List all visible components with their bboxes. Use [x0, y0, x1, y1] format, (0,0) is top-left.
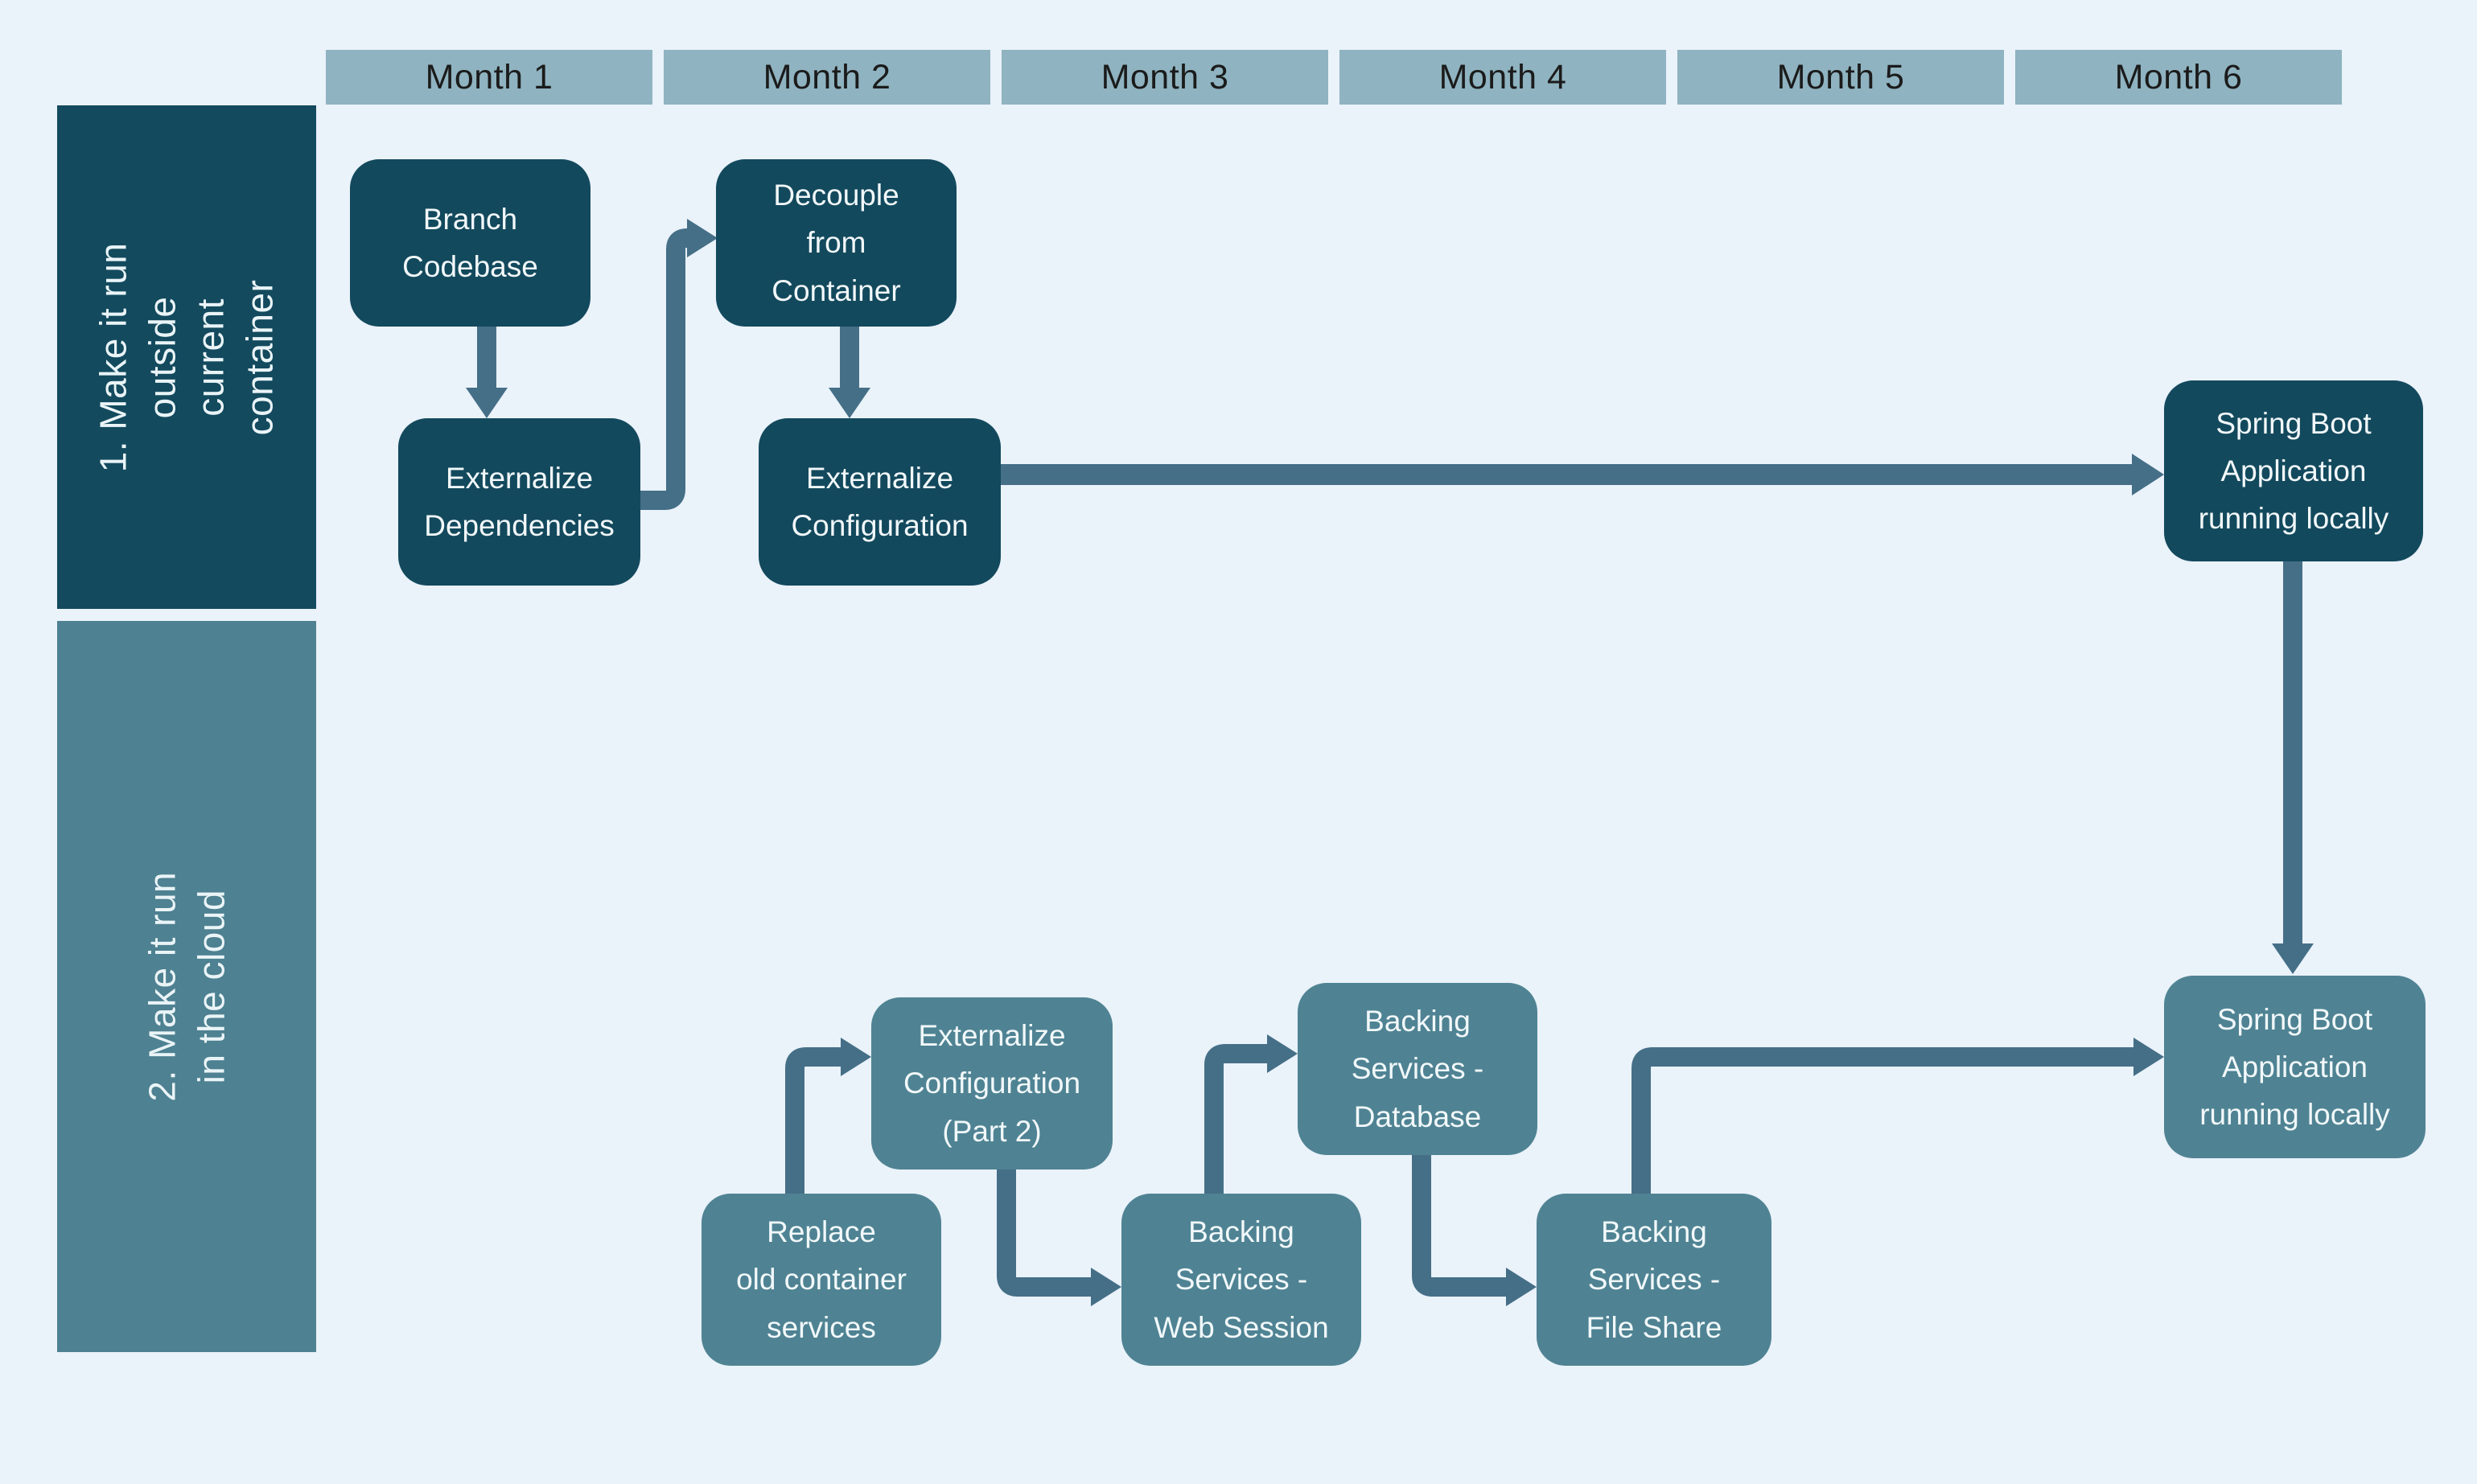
node-backing-services-file-share-label: Backing Services - File Share — [1586, 1215, 1722, 1344]
arrowhead-icon — [687, 219, 718, 257]
arrow-replace-old-container-services-to-externalize-configuration-part-2 — [785, 1038, 871, 1194]
arrow-branch-codebase-to-externalize-dependencies — [466, 327, 508, 418]
arrowhead-icon — [2272, 943, 2314, 974]
arrow-backing-services-file-share-to-spring-boot-running-locally-2 — [1631, 1038, 2164, 1194]
arrowhead-icon — [829, 388, 870, 418]
arrowhead-icon — [2133, 1038, 2164, 1076]
month-header-1: Month 1 — [326, 50, 652, 105]
arrow-backing-services-database-to-backing-services-file-share — [1412, 1155, 1537, 1306]
node-spring-boot-running-locally-1: Spring Boot Application running locally — [2164, 380, 2423, 561]
node-spring-boot-running-locally-1-label: Spring Boot Application running locally — [2198, 406, 2389, 536]
arrow-externalize-dependencies-to-decouple-from-container — [640, 219, 718, 510]
node-externalize-dependencies-label: Externalize Dependencies — [424, 461, 615, 542]
month-header-6: Month 6 — [2015, 50, 2342, 105]
arrow-externalize-configuration-to-spring-boot-running-locally-1 — [1001, 454, 2164, 495]
arrowhead-icon — [1267, 1034, 1298, 1073]
arrowhead-icon — [1091, 1268, 1121, 1306]
lane-2-in-the-cloud: 2. Make it run in the cloud — [57, 621, 316, 1352]
month-header-5: Month 5 — [1677, 50, 2004, 105]
node-spring-boot-running-locally-2: Spring Boot Application running locally — [2164, 976, 2426, 1158]
arrowhead-icon — [841, 1038, 871, 1076]
arrow-spring-boot-running-locally-1-to-spring-boot-running-locally-2 — [2272, 561, 2314, 974]
node-branch-codebase-label: Branch Codebase — [402, 202, 538, 283]
node-externalize-configuration-label: Externalize Configuration — [791, 461, 969, 542]
node-backing-services-database: Backing Services - Database — [1298, 983, 1537, 1155]
node-decouple-from-container-label: Decouple from Container — [771, 179, 901, 307]
month-header-3: Month 3 — [1002, 50, 1328, 105]
month-header-4: Month 4 — [1339, 50, 1666, 105]
node-externalize-configuration: Externalize Configuration — [759, 418, 1001, 586]
lane-1-outside-container: 1. Make it run outside current container — [57, 105, 316, 609]
arrowhead-icon — [466, 388, 508, 418]
node-externalize-configuration-part-2-label: Externalize Configuration (Part 2) — [903, 1019, 1081, 1148]
node-branch-codebase: Branch Codebase — [350, 159, 590, 327]
node-replace-old-container-services-label: Replace old container services — [736, 1215, 907, 1344]
node-replace-old-container-services: Replace old container services — [702, 1194, 941, 1366]
arrowhead-icon — [1506, 1268, 1537, 1306]
node-externalize-dependencies: Externalize Dependencies — [398, 418, 640, 586]
arrowhead-icon — [2132, 454, 2164, 495]
arrow-externalize-configuration-part-2-to-backing-services-web-session — [997, 1170, 1121, 1306]
node-backing-services-web-session: Backing Services - Web Session — [1121, 1194, 1361, 1366]
node-externalize-configuration-part-2: Externalize Configuration (Part 2) — [871, 997, 1113, 1170]
node-backing-services-web-session-label: Backing Services - Web Session — [1154, 1215, 1329, 1344]
node-spring-boot-running-locally-2-label: Spring Boot Application running locally — [2199, 1002, 2390, 1132]
arrow-decouple-from-container-to-externalize-configuration — [829, 327, 870, 418]
month-header-2: Month 2 — [664, 50, 990, 105]
node-backing-services-file-share: Backing Services - File Share — [1537, 1194, 1771, 1366]
node-backing-services-database-label: Backing Services - Database — [1351, 1005, 1484, 1133]
node-decouple-from-container: Decouple from Container — [716, 159, 957, 327]
arrow-backing-services-web-session-to-backing-services-database — [1204, 1034, 1298, 1194]
